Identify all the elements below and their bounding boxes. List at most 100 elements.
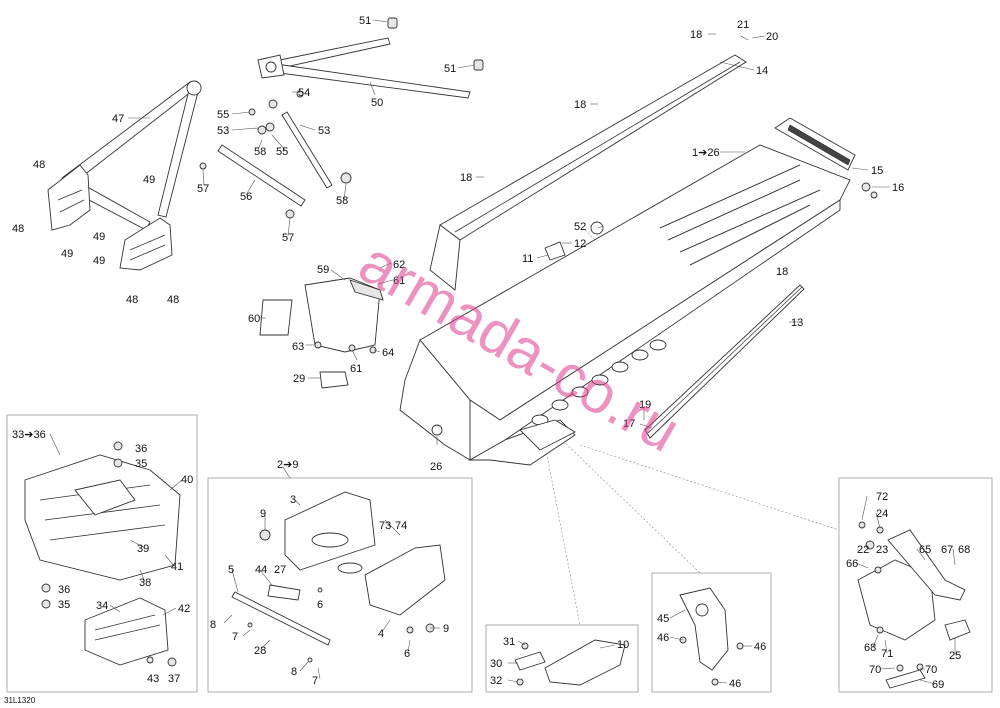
- callout-36-b: 36: [58, 584, 70, 596]
- tunnel-top-panel-14: [429, 54, 747, 291]
- callout-55-a: 55: [217, 109, 229, 121]
- callout-53-b: 53: [318, 125, 330, 137]
- rear-crossbar-15: [774, 117, 878, 199]
- callout-49-d: 49: [93, 255, 105, 267]
- callout-2-9: 2➔9: [277, 459, 298, 471]
- callout-74: 74: [395, 520, 407, 532]
- callout-37: 37: [168, 673, 180, 685]
- callout-70-b: 70: [925, 664, 937, 676]
- callout-62: 62: [393, 259, 405, 271]
- callout-22: 22: [857, 544, 869, 556]
- callout-9-a: 9: [260, 508, 266, 520]
- connector-rear: [579, 444, 840, 531]
- steering-support-assembly: [47, 80, 202, 271]
- callout-68-a: 68: [958, 544, 970, 556]
- front-bumper-parts: [24, 441, 181, 667]
- callout-69: 69: [932, 679, 944, 691]
- box-bracket-group: [651, 572, 772, 693]
- callout-53-a: 53: [217, 125, 229, 137]
- footrest-parts: [231, 491, 446, 663]
- callout-56: 56: [240, 191, 252, 203]
- callout-63: 63: [292, 341, 304, 353]
- plug-26: [431, 424, 443, 436]
- callout-7-b: 7: [312, 675, 318, 687]
- callout-32: 32: [490, 675, 502, 687]
- box-front-bumper-group: [6, 414, 198, 693]
- callout-5: 5: [228, 564, 234, 576]
- box-rear-bracket-group: [838, 477, 993, 693]
- callout-28: 28: [254, 645, 266, 657]
- callout-61-a: 61: [393, 275, 405, 287]
- callout-39: 39: [137, 543, 149, 555]
- leader-lines: [49, 19, 956, 685]
- callout-27: 27: [274, 564, 286, 576]
- connector-skid: [544, 444, 581, 626]
- callout-48-a: 48: [33, 159, 45, 171]
- callout-3: 3: [290, 494, 296, 506]
- callout-35-a: 35: [135, 458, 147, 470]
- callout-23: 23: [876, 544, 888, 556]
- callout-11: 11: [522, 253, 533, 265]
- callout-34: 34: [96, 600, 108, 612]
- callout-9-b: 9: [443, 623, 449, 635]
- callout-49-b: 49: [93, 231, 105, 243]
- callout-46-a: 46: [657, 632, 669, 644]
- callout-18-b: 18: [574, 99, 586, 111]
- callout-48-d: 48: [167, 294, 179, 306]
- callout-61-b: 61: [350, 363, 362, 375]
- callout-57-b: 57: [282, 232, 294, 244]
- connector-bracket: [559, 437, 701, 574]
- callout-42: 42: [178, 603, 190, 615]
- callout-64: 64: [382, 347, 394, 359]
- callout-67: 67: [941, 544, 953, 556]
- callout-13: 13: [791, 317, 803, 329]
- support-rods: [199, 90, 352, 219]
- callout-17: 17: [623, 418, 635, 430]
- callout-38: 38: [139, 577, 151, 589]
- plug-52: [590, 221, 604, 235]
- callout-58-a: 58: [254, 146, 266, 158]
- callout-73: 73: [379, 520, 391, 532]
- callout-49-a: 49: [143, 174, 155, 186]
- callout-25: 25: [949, 650, 961, 662]
- callout-8-b: 8: [291, 666, 297, 678]
- callout-4: 4: [378, 628, 384, 640]
- callout-66: 66: [846, 558, 858, 570]
- callout-41: 41: [171, 561, 183, 573]
- callout-19: 19: [639, 399, 651, 411]
- rear-bracket-parts: [857, 521, 971, 689]
- callout-58-b: 58: [336, 195, 348, 207]
- box-footrest-group: [207, 477, 473, 693]
- callout-10: 10: [617, 639, 629, 651]
- callout-60: 60: [248, 313, 260, 325]
- main-tunnel-frame: [399, 144, 851, 466]
- callout-51-b: 51: [444, 63, 456, 75]
- callout-43: 43: [147, 673, 159, 685]
- callout-18-d: 18: [776, 266, 788, 278]
- callout-40: 40: [181, 474, 193, 486]
- callout-7-a: 7: [232, 631, 238, 643]
- callout-35-b: 35: [58, 599, 70, 611]
- callout-44: 44: [255, 564, 267, 576]
- upper-column-support-50: [257, 17, 484, 99]
- callout-68-b: 68: [864, 642, 876, 654]
- callout-20: 20: [766, 31, 778, 43]
- callout-15: 15: [871, 165, 883, 177]
- callout-46-c: 46: [729, 678, 741, 690]
- callout-labels: 51 51 50 47 54 55 53 53 58 55 57 56 58 5…: [12, 15, 970, 691]
- callout-72: 72: [876, 491, 888, 503]
- callout-49-c: 49: [61, 248, 73, 260]
- front-panel-assembly: [259, 277, 384, 389]
- callout-31: 31: [503, 636, 515, 648]
- bracket-11: [544, 241, 566, 261]
- callout-59: 59: [317, 264, 329, 276]
- bracket-45-parts: [679, 587, 744, 686]
- callout-30: 30: [490, 658, 502, 670]
- callout-45: 45: [657, 613, 669, 625]
- callout-70-a: 70: [869, 664, 881, 676]
- callout-33-36: 33➔36: [12, 429, 46, 441]
- callout-12: 12: [574, 238, 586, 250]
- callout-71: 71: [881, 648, 893, 660]
- callout-57-a: 57: [197, 183, 209, 195]
